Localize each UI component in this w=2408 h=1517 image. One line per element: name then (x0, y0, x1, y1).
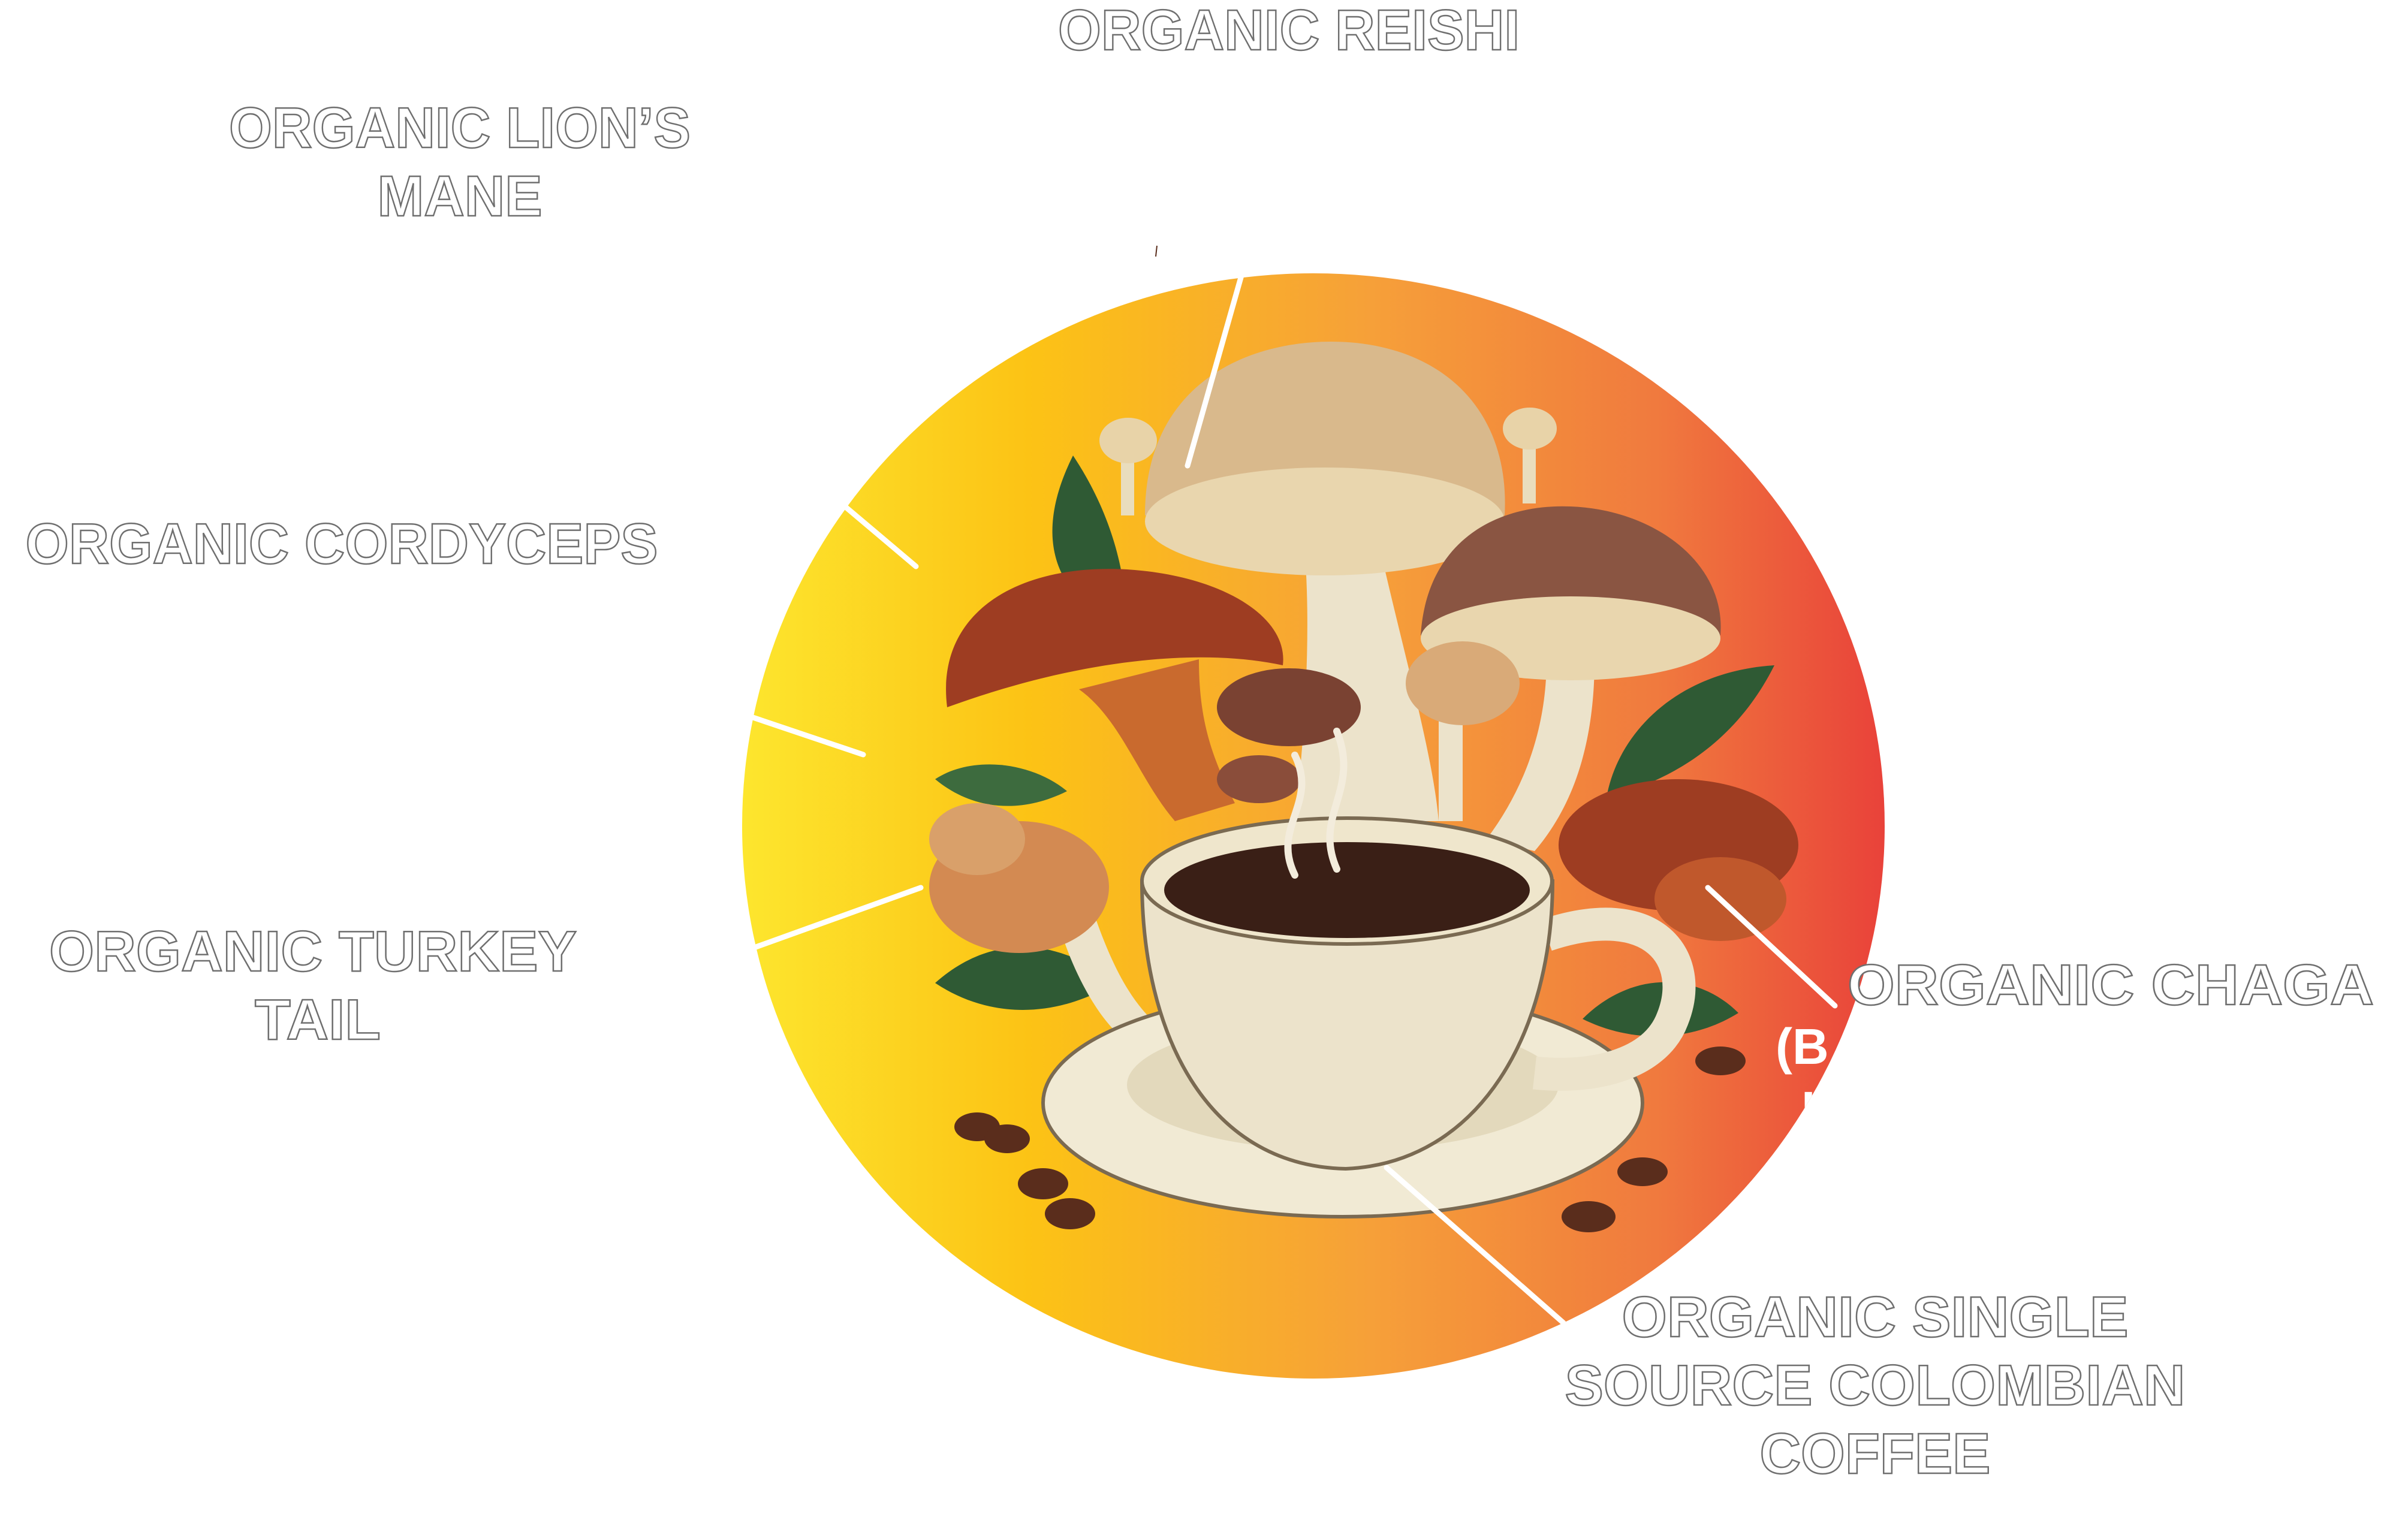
leader-line-lions-mane (843, 505, 919, 569)
label-chaga: ORGANIC CHAGA (1848, 953, 2374, 1017)
label-turkey-tail-line1: ORGANIC TURKEY (49, 919, 577, 984)
leader-line-chaga (1705, 885, 1838, 1009)
label-coffee-line2: SOURCE COLOMBIAN (1565, 1353, 2186, 1418)
mushroom-coffee-illustration (929, 342, 1798, 1232)
tick-mark (1155, 245, 1158, 257)
chaga-subtext-partial: (B (1776, 1018, 1829, 1075)
chaga-subtext-partial-2: I (1801, 1081, 1815, 1138)
label-cordyceps: ORGANIC CORDYCEPS (26, 512, 658, 576)
leader-line-cordyceps (750, 714, 866, 758)
label-coffee-line3: COFFEE (1760, 1422, 1991, 1486)
leader-line-reishi (1185, 270, 1245, 469)
label-lions-mane-line1: ORGANIC LION’S (229, 96, 691, 160)
label-reishi: ORGANIC REISHI (1058, 0, 1520, 62)
leader-line-coffee (1384, 1165, 1566, 1326)
label-lions-mane-line2: MANE (378, 164, 543, 228)
leader-line-turkey-tail (753, 885, 924, 950)
label-turkey-tail-line2: TAIL (255, 988, 381, 1052)
label-coffee-line1: ORGANIC SINGLE (1622, 1285, 2129, 1349)
